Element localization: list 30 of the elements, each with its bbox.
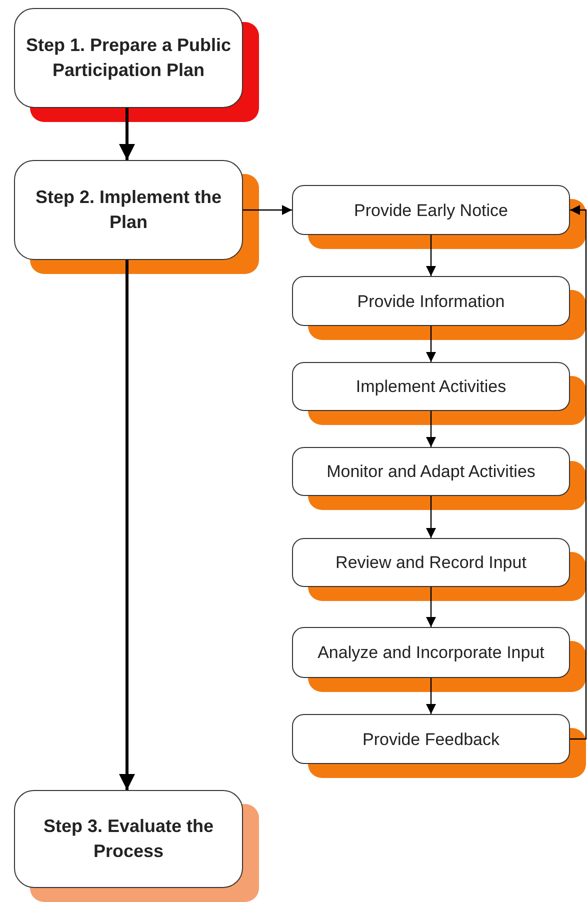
process-box: [292, 185, 570, 235]
step-label: Analyze and Incorporate Input: [318, 642, 544, 663]
step-label: Step 2. Implement the Plan: [34, 186, 223, 234]
step-label: Provide Feedback: [362, 728, 500, 750]
arrow: [426, 496, 436, 538]
process-box: [292, 362, 570, 411]
process-box: [292, 538, 570, 587]
process-box: [292, 276, 570, 326]
arrow: [243, 205, 292, 215]
arrow: [119, 260, 135, 790]
process-box: [14, 8, 243, 108]
process-box: [292, 714, 570, 764]
step-label: Monitor and Adapt Activities: [326, 461, 536, 482]
arrow: [426, 235, 436, 276]
arrow: [426, 326, 436, 362]
process-box: [292, 447, 570, 496]
arrow: [426, 587, 436, 627]
step-label: Step 3. Evaluate the Process: [42, 815, 215, 863]
step-label: Review and Record Input: [336, 552, 526, 573]
arrow: [119, 108, 135, 160]
step-label: Provide Early Notice: [354, 200, 508, 220]
step-label: Step 1. Prepare a Public Participation Plan: [24, 34, 232, 82]
process-box: [14, 790, 243, 888]
process-box: [292, 627, 570, 678]
arrow: [570, 205, 587, 740]
step-label: Provide Information: [357, 290, 505, 312]
arrow: [426, 411, 436, 447]
arrow: [426, 678, 436, 714]
step-label: Implement Activities: [356, 376, 506, 397]
process-box: [14, 160, 243, 260]
